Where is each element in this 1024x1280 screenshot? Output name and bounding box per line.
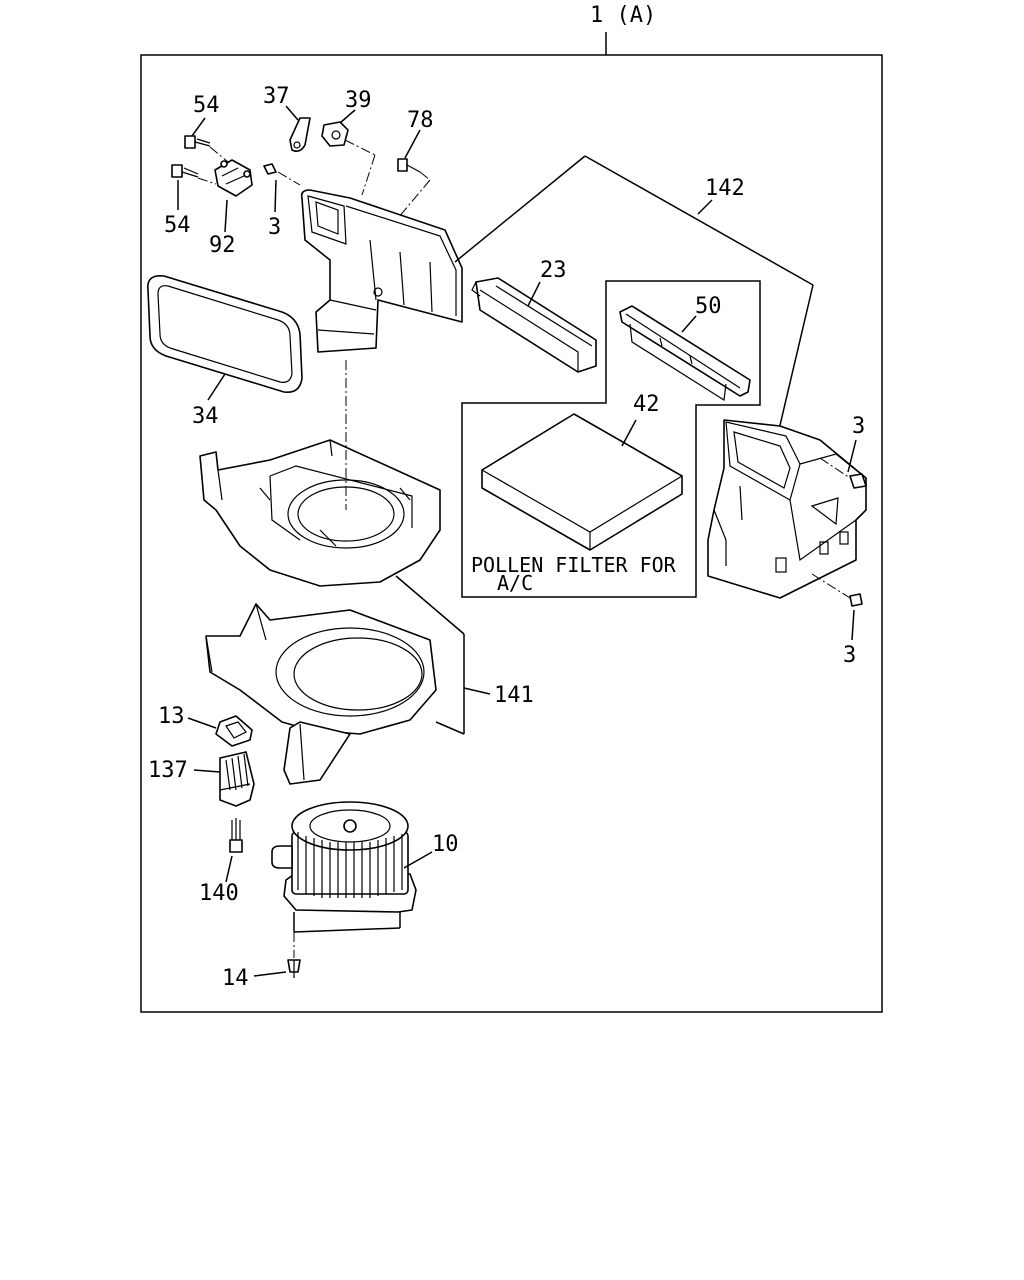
intake-duct-upper xyxy=(300,189,463,353)
label-3-right-lower: 3 xyxy=(843,643,856,668)
blower-motor-10 xyxy=(271,801,417,913)
clip-3-right-upper xyxy=(849,473,867,489)
filter-holder-50 xyxy=(619,305,751,402)
label-3-right-upper: 3 xyxy=(852,414,865,439)
pollen-filter-note: POLLEN FILTER FOR xyxy=(471,553,677,577)
seal-34 xyxy=(147,274,303,394)
filter-frame xyxy=(461,280,761,598)
pollen-filter-42 xyxy=(481,413,683,551)
evaporator-unit xyxy=(707,419,867,599)
screw-78 xyxy=(397,158,421,173)
label-23: 23 xyxy=(540,258,567,283)
gasket-13 xyxy=(215,715,253,747)
filter-door-23 xyxy=(471,277,597,373)
label-141: 141 xyxy=(494,683,534,708)
label-42: 42 xyxy=(633,392,660,417)
label-54-bottom: 54 xyxy=(164,213,191,238)
blower-case-lower-141 xyxy=(205,603,437,785)
clip-3-top xyxy=(263,163,277,175)
label-54-top: 54 xyxy=(193,93,220,118)
clip-39 xyxy=(321,121,349,147)
link-arm-37 xyxy=(289,117,311,152)
label-3-top: 3 xyxy=(268,215,281,240)
label-92: 92 xyxy=(209,233,236,258)
bolt-54-top xyxy=(184,135,211,149)
label-34: 34 xyxy=(192,404,219,429)
screw-140 xyxy=(229,818,243,853)
bolt-54-bottom xyxy=(171,164,199,178)
label-50: 50 xyxy=(695,294,722,319)
label-10: 10 xyxy=(432,832,459,857)
main-frame xyxy=(140,54,883,1013)
label-14: 14 xyxy=(222,966,249,991)
label-137: 137 xyxy=(148,758,188,783)
label-140: 140 xyxy=(199,881,239,906)
diagram-title: 1 (A) xyxy=(590,3,656,28)
blower-case-upper xyxy=(199,439,441,587)
label-37: 37 xyxy=(263,84,290,109)
screw-14 xyxy=(287,959,301,978)
label-13: 13 xyxy=(158,704,185,729)
label-39: 39 xyxy=(345,88,372,113)
actuator-92 xyxy=(214,159,253,197)
clip-3-right-lower xyxy=(849,593,863,607)
pollen-filter-note-line2: A/C xyxy=(497,571,533,595)
label-78: 78 xyxy=(407,108,434,133)
resistor-137 xyxy=(219,751,255,807)
label-142: 142 xyxy=(705,176,745,201)
